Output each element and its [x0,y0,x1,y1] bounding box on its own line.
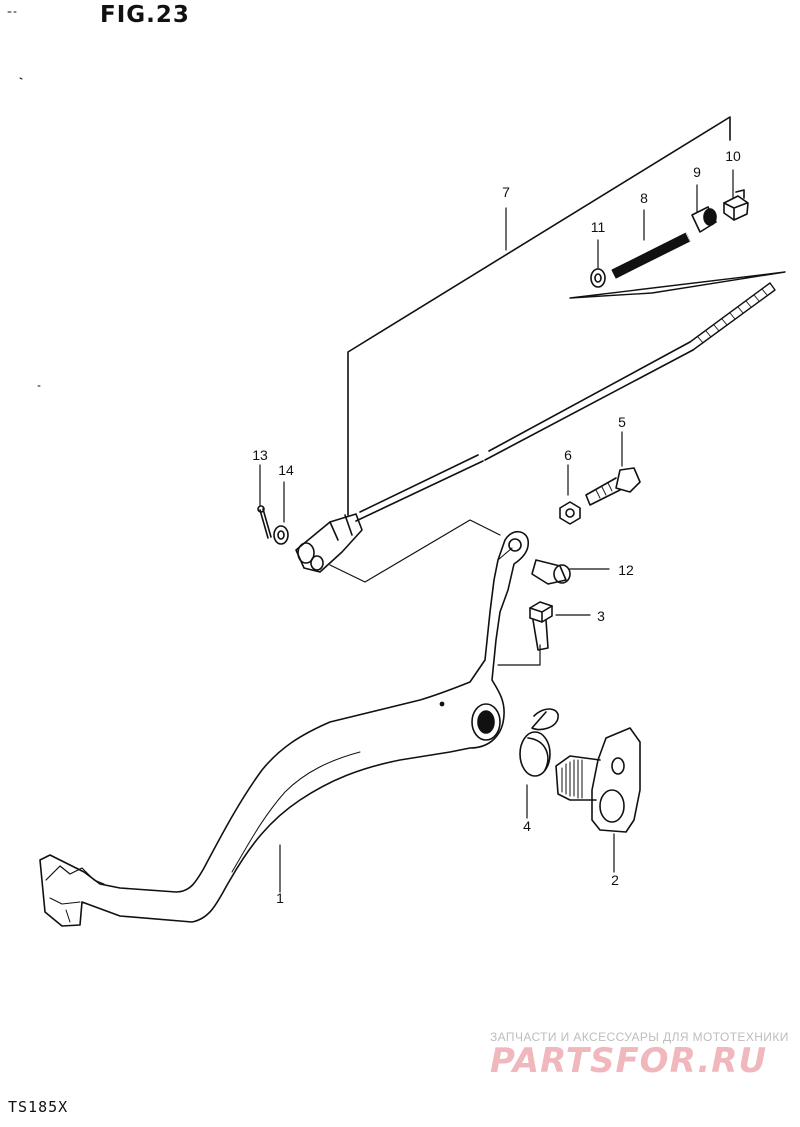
callout-13: 13 [252,447,268,463]
scan-specks [7,11,41,387]
lock-nut [559,501,581,525]
watermark-logo: PARTSFOR.RU [490,1041,768,1081]
figure-label: FIG.23 [100,2,190,28]
rod-clevis [295,513,363,573]
callout-3: 3 [597,608,605,624]
return-spring [611,232,691,279]
callout-10: 10 [725,148,741,164]
leader-lines [259,169,734,893]
cotter-pin [257,505,272,539]
stopper-bolt [585,467,641,506]
callout-1: 1 [276,890,284,906]
callout-2: 2 [611,872,619,888]
pedal-shaft [555,727,641,833]
rod-assembly-bracket [347,116,786,516]
brake-rod [355,282,776,522]
pedal-pinch-bolt [529,601,553,651]
adjusting-nut [723,189,749,221]
callout-9: 9 [693,164,701,180]
callout-11: 11 [590,219,606,235]
pedal-return-spring [519,708,559,777]
clevis-pin [531,559,571,585]
watermark-caption: ЗАПЧАСТИ И АКСЕССУАРЫ ДЛЯ МОТОТЕХНИКИ [490,1030,789,1044]
callout-8: 8 [640,190,648,206]
callout-4: 4 [523,818,531,834]
callout-12: 12 [618,562,634,578]
callout-6: 6 [564,447,572,463]
model-code: TS185X [8,1098,69,1116]
brake-pedal [39,530,530,927]
washer-11 [590,268,606,288]
washer-14 [273,525,289,545]
callout-14: 14 [278,462,294,478]
callout-5: 5 [618,414,626,430]
rod-joint [691,206,717,233]
callout-7: 7 [502,184,510,200]
